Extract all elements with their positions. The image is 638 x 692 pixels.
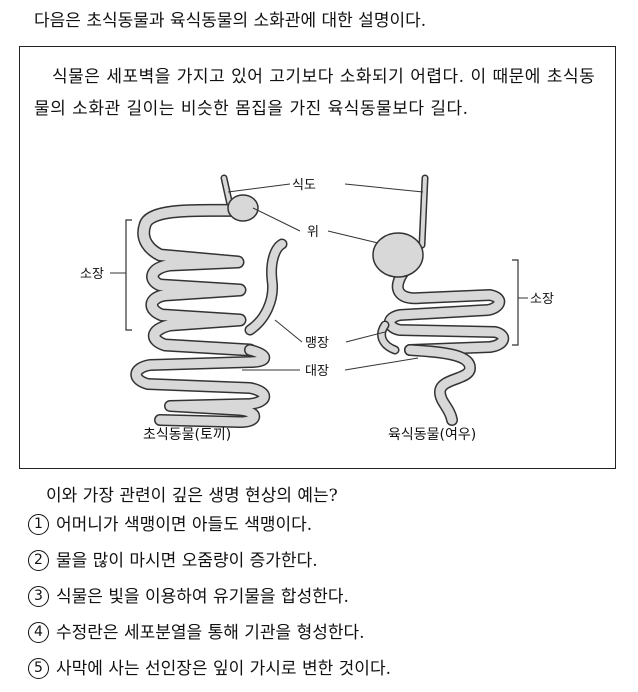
caption-carnivore: 육식동물(여우): [388, 427, 476, 443]
herbivore-stomach: [227, 194, 259, 222]
leader-lines: [110, 183, 528, 371]
passage-text: 식물은 세포벽을 가지고 있어 고기보다 소화되기 어렵다. 이 때문에 초식동…: [34, 67, 596, 119]
choice-2[interactable]: 2 물을 많이 마시면 오줌량이 증가한다.: [28, 548, 391, 584]
label-cecum: 맹장: [305, 336, 329, 351]
choice-text: 식물은 빛을 이용하여 유기물을 합성한다.: [56, 587, 349, 607]
label-stomach: 위: [307, 225, 319, 240]
choice-text: 물을 많이 마시면 오줌량이 증가한다.: [56, 551, 318, 571]
herbivore-digestive-tract: [130, 174, 288, 428]
right-bracket: [512, 259, 519, 346]
passage-box: 식물은 세포벽을 가지고 있어 고기보다 소화되기 어렵다. 이 때문에 초식동…: [19, 46, 616, 469]
label-small-intestine-right: 소장: [530, 292, 554, 307]
choice-number: 5: [28, 658, 49, 679]
choice-text: 수정란은 세포분열을 통해 기관을 형성한다.: [56, 623, 365, 643]
choice-number: 3: [28, 586, 49, 607]
choice-4[interactable]: 4 수정란은 세포분열을 통해 기관을 형성한다.: [28, 620, 391, 656]
left-bracket: [125, 219, 132, 331]
passage: 식물은 세포벽을 가지고 있어 고기보다 소화되기 어렵다. 이 때문에 초식동…: [34, 61, 604, 125]
label-large-intestine: 대장: [305, 364, 329, 379]
intro-text: 다음은 초식동물과 육식동물의 소화관에 대한 설명이다.: [34, 11, 427, 31]
caption-herbivore: 초식동물(토끼): [143, 427, 231, 443]
choice-3[interactable]: 3 식물은 빛을 이용하여 유기물을 합성한다.: [28, 584, 391, 620]
choice-number: 2: [28, 550, 49, 571]
carnivore-stomach: [372, 232, 424, 278]
question-text: 이와 가장 관련이 깊은 생명 현상의 예는?: [46, 486, 338, 506]
carnivore-digestive-tract: [377, 174, 510, 426]
choice-number: 4: [28, 622, 49, 643]
choice-5[interactable]: 5 사막에 사는 선인장은 잎이 가시로 변한 것이다.: [28, 656, 391, 692]
choice-text: 사막에 사는 선인장은 잎이 가시로 변한 것이다.: [56, 659, 391, 679]
choice-number: 1: [28, 514, 49, 535]
choice-list: 1 어머니가 색맹이면 아들도 색맹이다. 2 물을 많이 마시면 오줌량이 증가한…: [28, 512, 391, 692]
label-esophagus: 식도: [292, 178, 316, 193]
choice-1[interactable]: 1 어머니가 색맹이면 아들도 색맹이다.: [28, 512, 391, 548]
choice-text: 어머니가 색맹이면 아들도 색맹이다.: [56, 515, 313, 535]
label-small-intestine-left: 소장: [80, 267, 104, 282]
